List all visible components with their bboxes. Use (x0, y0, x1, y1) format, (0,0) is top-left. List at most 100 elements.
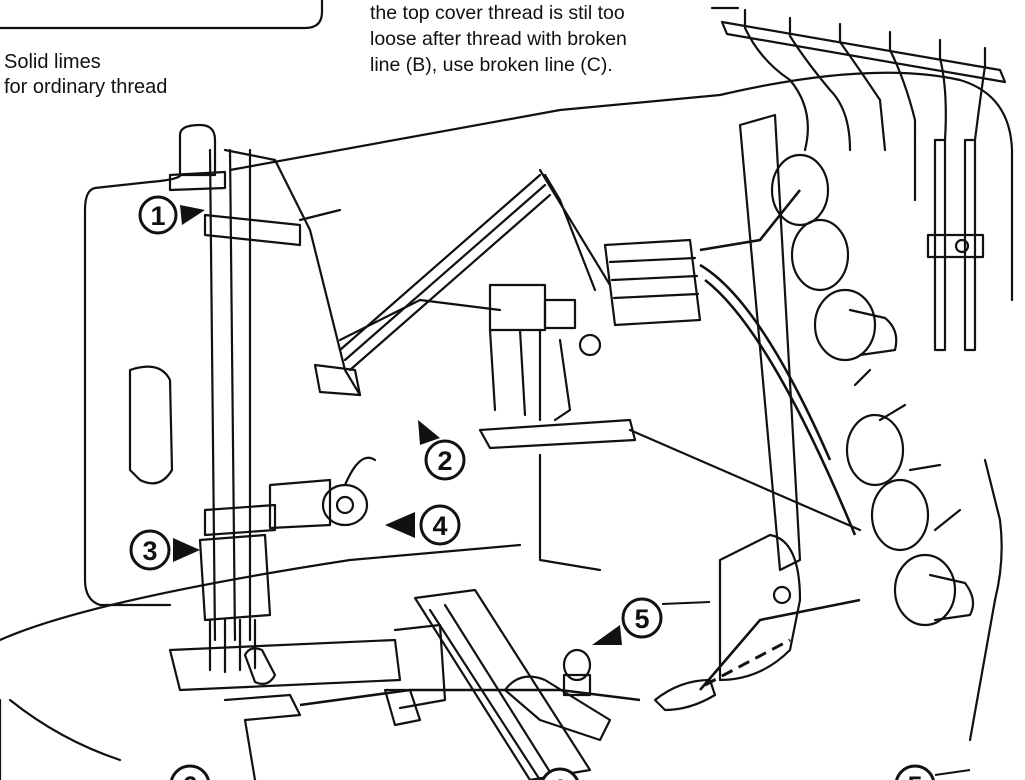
tension-post-clamp (926, 233, 985, 259)
thread-stand-pins (743, 8, 987, 68)
top-thread-guide-post (178, 123, 217, 177)
callout-2: 2 (418, 420, 466, 481)
thread-path-a (699, 189, 802, 252)
thread-lever-eyelet (313, 363, 362, 397)
bed-front-left (0, 698, 122, 780)
callout-2-number: 2 (437, 446, 452, 476)
tension-disc-2 (790, 218, 850, 292)
machine-head-left-outline (83, 186, 172, 607)
cam-box (603, 238, 702, 327)
looper-cover (718, 533, 802, 682)
thread-guide-5-knob (562, 648, 592, 682)
needle-clamp-upper (203, 503, 277, 537)
top-left-frame-line (0, 0, 324, 30)
callout-3-arrow (173, 538, 200, 562)
callout-2-arrow (418, 420, 440, 445)
callout-1-bottom-number: 1 (552, 774, 567, 780)
callout-1-arrow (180, 205, 205, 225)
thread-guide-wires (743, 26, 987, 202)
looper-slide-bracket (503, 675, 612, 742)
tension-small-4-spring (343, 456, 377, 487)
machine-head-top-left (93, 174, 182, 190)
thread-stand-bar (720, 20, 1007, 84)
looper-cover-screw (772, 585, 792, 605)
needle-plate (168, 638, 402, 692)
thread-path-to-looper (699, 598, 861, 691)
needle-bar-threads (208, 148, 252, 642)
callout-6-number: 6 (182, 771, 197, 780)
upper-guide-lines (538, 168, 612, 292)
solid-lines-note: Solid limes for ordinary thread (4, 50, 167, 100)
bed-mid-outline (538, 453, 602, 572)
callout-1-bottom-partial: 1 (541, 767, 579, 780)
looper-thread-eyelet (653, 678, 717, 712)
cam-box-grid (608, 256, 700, 300)
looper-pivot (578, 333, 602, 357)
machine-arm-top-line (228, 93, 722, 172)
callout-4: 4 (385, 504, 461, 546)
callout-5-bottom-leader (934, 769, 971, 776)
callout-5-bottom-number: 5 (907, 771, 922, 780)
tension-disc-3 (813, 288, 877, 362)
bed-slot (393, 623, 447, 710)
tension-posts (933, 138, 977, 352)
thread-path-to-cam (338, 298, 502, 342)
callout-4-number: 4 (432, 511, 447, 541)
thread-path-c (704, 278, 857, 536)
thread-guide-1 (203, 213, 302, 247)
thread-path-b (699, 263, 832, 461)
callout-3-number: 3 (142, 536, 157, 566)
callout-3: 3 (129, 529, 200, 571)
callout-1: 1 (138, 195, 205, 235)
callout-4-arrow (385, 512, 415, 538)
top-note-line2: loose after thread with broken (370, 28, 627, 50)
center-guide-block-side (543, 298, 577, 330)
looper-crossbar (478, 418, 637, 450)
callout-1-number: 1 (150, 201, 165, 231)
looper-slide-plate (413, 588, 592, 780)
solid-lines-note-line1: Solid limes (4, 51, 101, 73)
tension-disc-1 (770, 153, 830, 227)
tension-small-4-plate (268, 478, 332, 530)
thread-lever-upper (223, 148, 362, 397)
tension-small-4-hub (335, 495, 355, 515)
tension-knob-6 (928, 573, 975, 622)
needle-clamp-lower (198, 533, 272, 622)
arm-detail-line (298, 208, 342, 222)
right-body-side-outline (968, 458, 1003, 742)
check-spring-guides (853, 368, 962, 532)
thread-to-lower-tension (628, 428, 862, 532)
top-note-line3: line (B), use broken line (C). (370, 54, 613, 76)
callout-5-arrow (592, 625, 622, 645)
top-cover-thread-note: the top cover thread is stil too loose a… (370, 0, 710, 78)
top-note-line1: the top cover thread is stil too (370, 2, 625, 24)
center-guide-block (488, 283, 547, 332)
looper-slide-groove (428, 603, 557, 780)
tension-knob-3 (848, 308, 898, 357)
tension-disc-4 (845, 413, 905, 487)
tension-disc-6 (893, 553, 957, 627)
looper-lever (553, 338, 572, 422)
presser-foot (243, 647, 277, 685)
thread-path-broken (704, 638, 791, 687)
center-guide-legs (488, 328, 542, 422)
callout-6-partial: 6 (170, 764, 210, 780)
callout-5-number: 5 (634, 604, 649, 634)
needles (208, 618, 257, 674)
lower-thread-guide (223, 693, 302, 780)
solid-lines-note-line2: for ordinary thread (4, 76, 168, 98)
callout-5: 5 (592, 597, 711, 645)
machine-head-window (128, 365, 174, 485)
thread-paths-solid (299, 189, 861, 707)
callout-5-bottom-partial: 5 (895, 764, 971, 780)
threads-to-upper-guide (338, 173, 552, 372)
tension-disc-5 (870, 478, 930, 552)
tension-post-screw (954, 238, 970, 254)
bed-top-line (0, 543, 522, 642)
thread-path-lower (299, 688, 641, 707)
callout-5-leader (661, 601, 711, 605)
tension-plate (738, 113, 802, 572)
right-body-top-outline (718, 71, 1014, 302)
